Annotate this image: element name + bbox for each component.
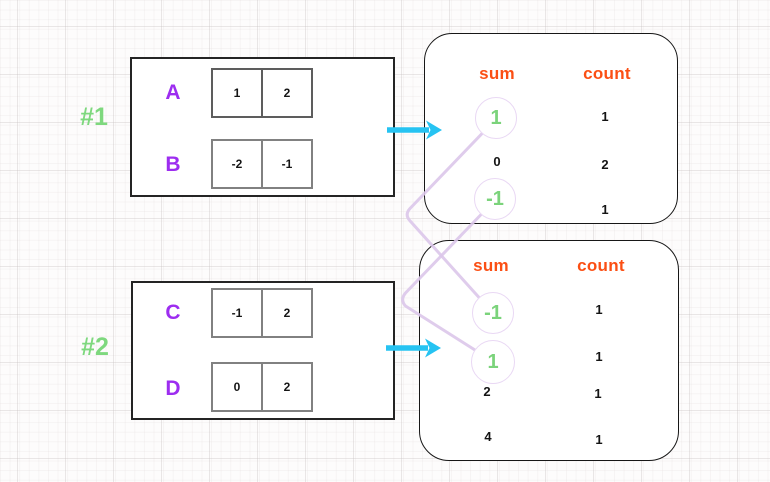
table-2-row-1-count: 1 (595, 302, 603, 317)
array-cell: 2 (261, 364, 311, 410)
table-1-box (424, 33, 678, 224)
table-2-row-1-sum-circled: -1 (472, 292, 514, 334)
table-2-sum-header: sum (473, 256, 509, 275)
table-1-row-3-sum-circled: -1 (474, 178, 516, 220)
array-cell: 2 (261, 70, 311, 116)
table-2-row-4-count: 1 (595, 432, 603, 447)
table-2-row-2-sum-circled: 1 (471, 340, 515, 384)
table-2-row-3-sum: 2 (483, 384, 491, 399)
array-cell: -2 (231, 157, 243, 171)
array-c-cells: -1 2 (211, 288, 313, 338)
table-2-count-header: count (577, 256, 625, 275)
table-1-sum-header: sum (479, 64, 515, 83)
group-1-label: #1 (80, 103, 108, 131)
group-2-label: #2 (81, 333, 109, 361)
array-cell: 1 (233, 86, 241, 100)
array-b-name: B (165, 153, 181, 176)
array-d-cells: 0 2 (211, 362, 313, 412)
array-c-name: C (165, 301, 181, 324)
array-d-name: D (165, 377, 181, 400)
table-1-row-1-count: 1 (601, 109, 609, 124)
table-1-row-3-count: 1 (601, 202, 609, 217)
array-cell: 2 (261, 290, 311, 336)
table-1-count-header: count (583, 64, 631, 83)
array-a-name: A (165, 81, 181, 104)
table-2-row-2-count: 1 (595, 349, 603, 364)
table-1-row-2-count: 2 (601, 157, 609, 172)
array-cell: -1 (231, 306, 243, 320)
table-1-row-2-sum: 0 (493, 154, 501, 169)
table-2-row-4-sum: 4 (484, 429, 492, 444)
table-1-row-1-sum-circled: 1 (475, 97, 517, 139)
array-b-cells: -2 -1 (211, 139, 313, 189)
table-2-row-3-count: 1 (594, 386, 602, 401)
array-cell: -1 (261, 141, 311, 187)
array-cell: 0 (233, 380, 241, 394)
array-a-cells: 1 2 (211, 68, 313, 118)
